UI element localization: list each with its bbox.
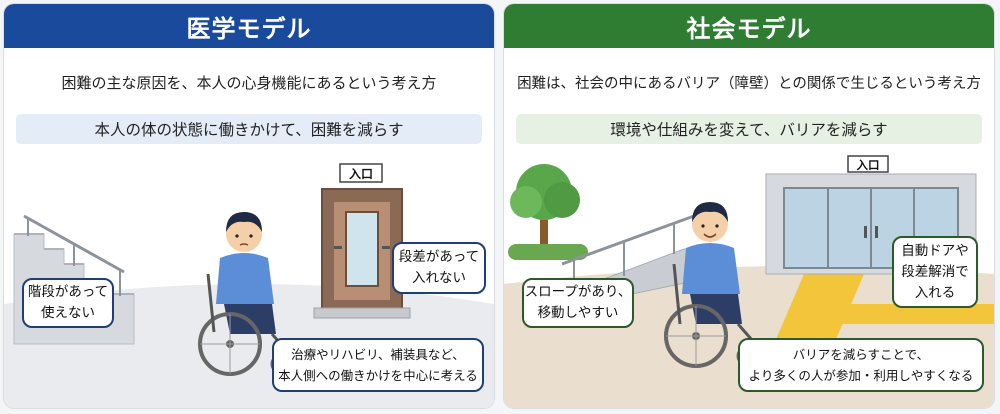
medical-entrance-sign: 入口	[349, 167, 373, 181]
door-problem-bubble: 段差があって 入れない	[392, 242, 486, 294]
medical-approach-note: 治療やリハビリ、補装具など、 本人側への働きかけを中心に考える	[272, 338, 484, 392]
door-benefit-bubble: 自動ドアや 段差解消で 入れる	[892, 236, 978, 308]
social-entrance-sign: 入口	[857, 158, 880, 172]
medical-model-title: 医学モデル	[4, 4, 494, 48]
social-model-title: 社会モデル	[504, 4, 994, 48]
medical-model-approach: 本人の体の状態に働きかけて、困難を減らす	[16, 114, 482, 144]
tree-illustration	[508, 164, 588, 260]
medical-model-description: 困難の主な原因を、本人の心身機能にあるという考え方	[61, 74, 437, 92]
social-approach-note: バリアを減らすことで、 より多くの人が参加・利用しやすくなる	[738, 338, 984, 392]
medical-model-panel: 医学モデル 困難の主な原因を、本人の心身機能にあるという考え方 本人の体の状態に…	[4, 4, 494, 408]
medical-scene-illustration: 入口	[4, 163, 494, 408]
social-model-approach: 環境や仕組みを変えて、バリアを減らす	[516, 114, 982, 144]
wheelchair-user-illustration	[198, 212, 290, 376]
door-illustration: 入口	[313, 163, 411, 319]
social-model-description: 困難は、社会の中にあるバリア（障壁）との関係で生じるという考え方	[517, 76, 981, 92]
wheelchair-user-illustration	[664, 202, 756, 368]
stairs-problem-bubble: 階段があって 使えない	[22, 278, 114, 328]
social-model-panel: 社会モデル 困難は、社会の中にあるバリア（障壁）との関係で生じるという考え方 環…	[504, 4, 994, 408]
slope-benefit-bubble: スロープがあり、 移動しやすい	[522, 278, 634, 328]
